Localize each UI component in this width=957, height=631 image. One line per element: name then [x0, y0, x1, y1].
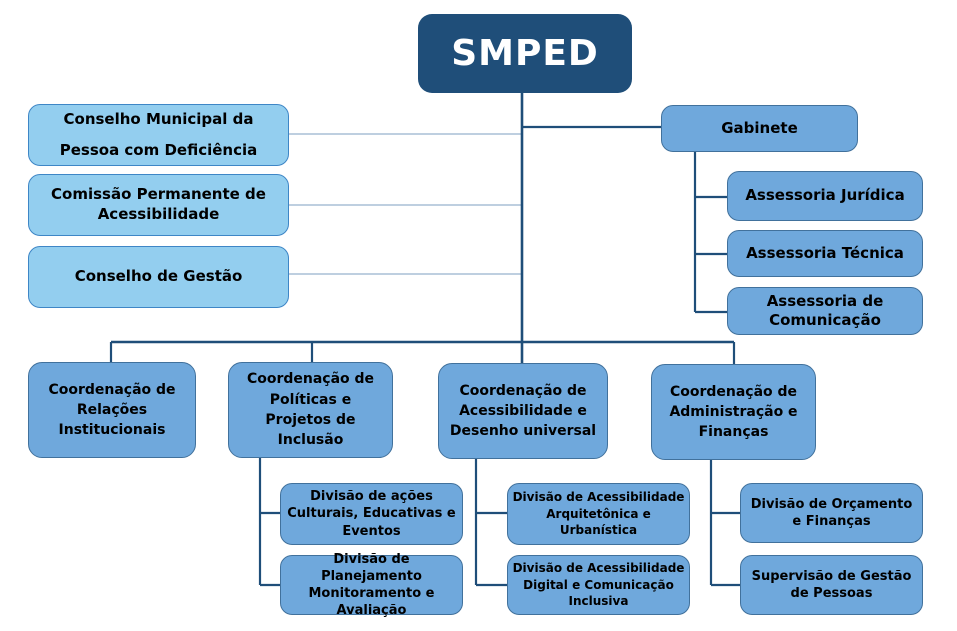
org-node-supervisao-pessoas-label: Supervisão de Gestão de Pessoas	[751, 568, 912, 601]
org-node-assessoria-juridica: Assessoria Jurídica	[727, 171, 923, 221]
org-node-div-acoes-culturais-label: Divisão de ações Culturais, Educativas e…	[287, 489, 456, 539]
org-node-coord-relacoes: Coordenação de Relações Institucionais	[28, 362, 196, 458]
org-node-assessoria-tecnica-label: Assessoria Técnica	[746, 243, 904, 262]
org-node-gabinete: Gabinete	[661, 105, 858, 152]
org-node-div-digital: Divisão de Acessibilidade Digital e Comu…	[507, 555, 690, 615]
org-node-assessoria-juridica-label: Assessoria Jurídica	[745, 186, 905, 205]
org-node-div-orcamento-label: Divisão de Orçamento e Finanças	[750, 496, 913, 529]
org-node-conselho-gestao-label: Conselho de Gestão	[74, 267, 243, 286]
org-node-coord-politicas: Coordenação de Políticas e Projetos de I…	[228, 362, 393, 458]
org-node-coord-relacoes-label: Coordenação de Relações Institucionais	[48, 381, 176, 439]
org-node-smped-label: SMPED	[451, 33, 599, 74]
org-node-coord-administracao-label: Coordenação de Administração e Finanças	[669, 383, 798, 441]
org-node-div-orcamento: Divisão de Orçamento e Finanças	[740, 483, 923, 543]
org-node-assessoria-comunicacao: Assessoria de Comunicação	[727, 287, 923, 335]
org-node-assessoria-tecnica: Assessoria Técnica	[727, 230, 923, 277]
org-node-smped: SMPED	[418, 14, 632, 93]
org-node-div-arquitetonica: Divisão de Acessibilidade Arquitetônica …	[507, 483, 690, 545]
org-node-coord-acessibilidade-label: Coordenação de Acessibilidade e Desenho …	[449, 382, 597, 440]
org-node-div-planejamento-label: Divisão de Planejamento Monitoramento e …	[308, 551, 435, 619]
org-node-div-acoes-culturais: Divisão de ações Culturais, Educativas e…	[280, 483, 463, 545]
org-node-conselho-gestao: Conselho de Gestão	[28, 246, 289, 308]
org-node-coord-politicas-label: Coordenação de Políticas e Projetos de I…	[246, 371, 375, 449]
org-node-conselho-municipal-label: Conselho Municipal da Pessoa com Deficiê…	[59, 110, 258, 159]
org-node-comissao-permanente-label: Comissão Permanente de Acessibilidade	[51, 185, 266, 223]
org-node-coord-administracao: Coordenação de Administração e Finanças	[651, 364, 816, 460]
org-node-supervisao-pessoas: Supervisão de Gestão de Pessoas	[740, 555, 923, 615]
org-node-div-arquitetonica-label: Divisão de Acessibilidade Arquitetônica …	[512, 490, 685, 538]
org-node-conselho-municipal: Conselho Municipal da Pessoa com Deficiê…	[28, 104, 289, 166]
org-node-assessoria-comunicacao-label: Assessoria de Comunicação	[766, 291, 884, 329]
org-node-gabinete-label: Gabinete	[721, 118, 798, 137]
org-node-coord-acessibilidade: Coordenação de Acessibilidade e Desenho …	[438, 363, 608, 459]
org-node-div-planejamento: Divisão de Planejamento Monitoramento e …	[280, 552, 463, 618]
org-node-comissao-permanente: Comissão Permanente de Acessibilidade	[28, 174, 289, 236]
org-node-div-digital-label: Divisão de Acessibilidade Digital e Comu…	[512, 561, 685, 609]
